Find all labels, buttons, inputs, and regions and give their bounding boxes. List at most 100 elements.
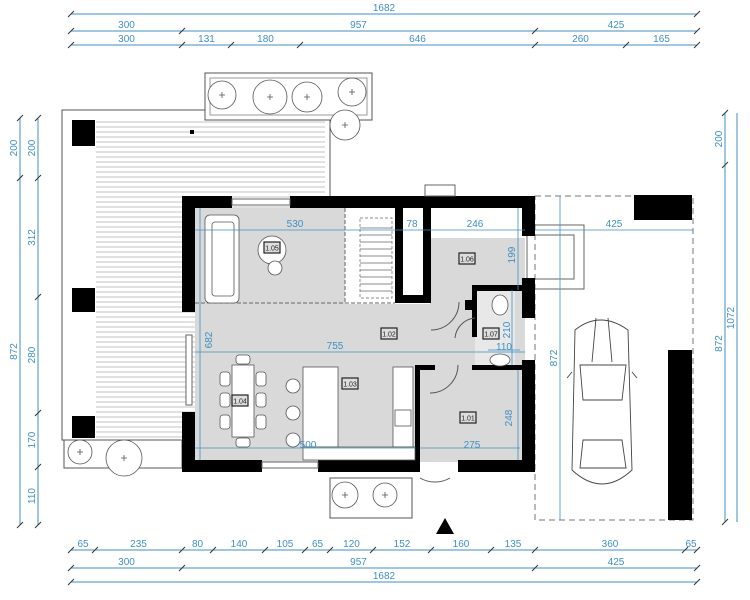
room-number: 1.03 — [343, 382, 357, 389]
interior-dimension-label: 872 — [549, 349, 560, 366]
tree-icon — [105, 439, 143, 477]
top-mid-dimension-label: 300 — [118, 20, 135, 31]
left-inner-dimension-label: 170 — [27, 431, 38, 448]
bottom-detail-dimension-label: 105 — [277, 539, 294, 550]
interior-dimension-label: 682 — [204, 331, 215, 348]
interior-dimension-label: 425 — [606, 219, 623, 230]
dimension-tick — [693, 564, 701, 572]
dimension-tick — [34, 463, 42, 471]
top-total-dimension-label: 1682 — [373, 3, 396, 14]
bottom-detail-dimension-label: 235 — [130, 539, 147, 550]
tree-icon — [337, 77, 367, 107]
room-tag: 1.03 — [341, 377, 359, 390]
interior-dimension-label: 530 — [287, 219, 304, 230]
room-tag: 1.05 — [263, 241, 281, 254]
dimension-tick — [721, 161, 729, 169]
tree-icon — [331, 481, 359, 509]
bottom-detail-dimension-label: 120 — [343, 539, 360, 550]
room-number: 1.01 — [461, 416, 475, 423]
top-mid-dimension-label: 957 — [350, 20, 367, 31]
dimension-tick — [209, 546, 217, 554]
room-number: 1.02 — [382, 332, 396, 339]
garage — [526, 195, 694, 521]
bottom-mid-dimension-label: 425 — [608, 557, 625, 568]
tree-icon — [67, 439, 93, 465]
north-arrow-icon — [436, 518, 454, 534]
top-detail-dimension-label: 165 — [653, 34, 670, 45]
bottom-detail-dimension-label: 140 — [231, 539, 248, 550]
top-detail-dimension-label: 180 — [257, 34, 274, 45]
left-inner-dimension-label: 110 — [27, 488, 38, 504]
interior-dimension-label: 78 — [406, 219, 418, 230]
dimension-tick — [34, 114, 42, 122]
sofa-icon — [204, 214, 240, 304]
room-number: 1.04 — [233, 399, 247, 406]
dimension-tick — [693, 27, 701, 35]
dimension-tick — [369, 546, 377, 554]
dimension-tick — [693, 41, 701, 49]
dimension-tick — [721, 518, 729, 526]
dimension-tick — [531, 546, 539, 554]
dimension-tick — [178, 546, 186, 554]
bottom-detail-dimension-label: 65 — [685, 539, 697, 550]
top-detail-dimension-label: 646 — [409, 34, 426, 45]
dimension-tick — [34, 521, 42, 529]
room-tag: 1.02 — [380, 327, 398, 340]
car-icon — [566, 317, 638, 485]
room-tag: 1.06 — [458, 252, 476, 265]
interior-dimension-label: 500 — [300, 440, 317, 451]
bottom-detail-dimension-label: 65 — [312, 539, 324, 550]
dimension-tick — [227, 41, 235, 49]
tree-icon — [372, 482, 398, 508]
dimension-tick — [693, 10, 701, 18]
right-inner-dimension-label: 872 — [714, 335, 725, 352]
dimension-tick — [16, 114, 24, 122]
dimension-tick — [326, 546, 334, 554]
dimension-tick — [67, 546, 75, 554]
interior-dimension-label: 755 — [327, 341, 344, 352]
room-tag: 1.07 — [482, 327, 500, 340]
dimension-tick — [178, 564, 186, 572]
right-outer-dimension-label: 1072 — [726, 306, 737, 329]
room-tag: 1.01 — [459, 411, 477, 424]
dimension-tick — [178, 27, 186, 35]
dimension-tick — [34, 293, 42, 301]
toilet-icon — [489, 294, 511, 367]
dimension-tick — [67, 10, 75, 18]
dimension-tick — [531, 27, 539, 35]
dimension-tick — [693, 546, 701, 554]
interior-dimension-label: 210 — [502, 321, 513, 338]
interior-dimension-label: 248 — [504, 409, 515, 426]
bottom-detail-dimension-label: 65 — [77, 539, 89, 550]
room-number: 1.06 — [460, 257, 474, 264]
dimension-tick — [531, 41, 539, 49]
left-inner-dimension-label: 312 — [27, 229, 38, 246]
right-inner-dimension-label: 200 — [714, 130, 725, 147]
tree-icon — [329, 109, 361, 141]
bottom-mid-dimension-label: 957 — [350, 557, 367, 568]
top-mid-dimension-label: 425 — [608, 20, 625, 31]
bottom-detail-dimension-label: 160 — [453, 539, 470, 550]
tree-icon — [207, 80, 237, 110]
left-outer-dimension-label: 200 — [9, 139, 20, 156]
room-tag: 1.04 — [231, 394, 249, 407]
dimension-tick — [34, 174, 42, 182]
left-inner-dimension-label: 200 — [27, 139, 38, 156]
room-number: 1.07 — [484, 332, 498, 339]
interior-dimension-label: 275 — [464, 440, 481, 451]
bottom-total-dimension-label: 1682 — [373, 571, 396, 582]
bottom-detail-dimension-label: 152 — [394, 539, 411, 550]
dimension-tick — [178, 41, 186, 49]
dimension-tick — [16, 174, 24, 182]
dimension-tick — [487, 546, 495, 554]
dimension-tick — [67, 27, 75, 35]
dimension-tick — [67, 578, 75, 586]
interior-dimension-label: 199 — [507, 246, 518, 263]
dimension-tick — [301, 546, 309, 554]
dimension-tick — [67, 41, 75, 49]
tree-icon — [252, 79, 288, 115]
interior-dimension-label: 110 — [496, 342, 512, 353]
bottom-detail-dimension-label: 360 — [602, 539, 619, 550]
stairs-icon — [359, 217, 393, 299]
